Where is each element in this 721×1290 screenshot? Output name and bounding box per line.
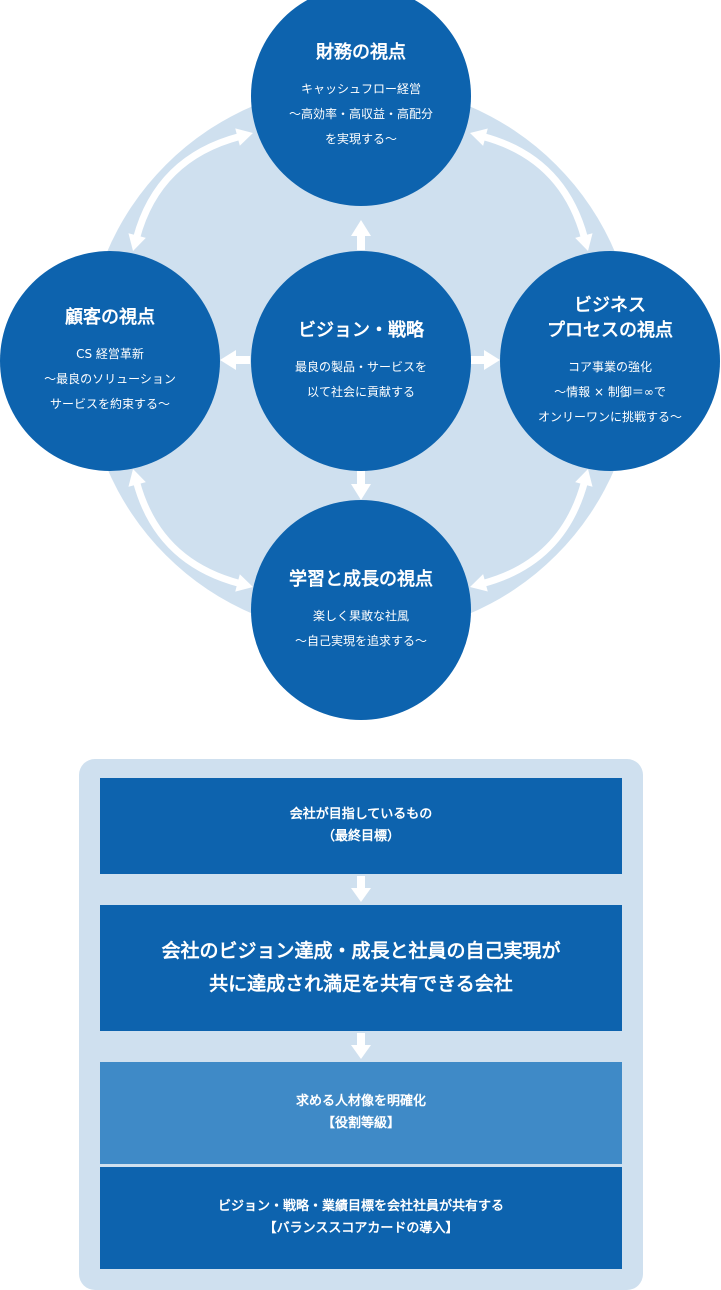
business-learning-arrow <box>470 469 593 592</box>
center-to-learning-arrow <box>351 470 371 500</box>
center-title: ビジョン・戦略 <box>298 319 424 341</box>
center-desc: 最良の製品・サービスを 以て社会に貢献する <box>294 359 427 399</box>
financial-desc: キャッシュフロー経営 ～高効率・高収益・高配分 を実現する～ <box>288 82 433 146</box>
down-arrow-2 <box>351 1033 371 1059</box>
goal-statement-text: 会社のビジョン達成・成長と社員の自己実現が 共に達成され満足を共有できる会社 <box>161 940 561 995</box>
customer-title: 顧客の視点 <box>65 307 155 328</box>
center-to-financial-arrow <box>351 220 371 250</box>
financial-title: 財務の視点 <box>316 42 406 63</box>
balanced-scorecard-box: ビジョン・戦略・業績目標を会社社員が共有する 【バランススコアカードの導入】 <box>100 1167 622 1269</box>
learning-desc: 楽しく果敢な社風 ～自己実現を追求する～ <box>294 608 427 648</box>
outer-arrows <box>128 128 593 592</box>
goal-statement-box: 会社のビジョン達成・成長と社員の自己実現が 共に達成され満足を共有できる会社 <box>100 905 622 1031</box>
customer-desc: CS 経営革新 ～最良のソリューション サービスを約束する～ <box>44 347 176 411</box>
balanced-scorecard-text: ビジョン・戦略・業績目標を会社社員が共有する 【バランススコアカードの導入】 <box>217 1199 504 1236</box>
vision-strategy-node: ビジョン・戦略 最良の製品・サービスを 以て社会に貢献する <box>251 251 471 471</box>
financial-customer-arrow <box>128 128 253 251</box>
business-process-node: ビジネス プロセスの視点 コア事業の強化 ～情報 × 制御＝∞で オンリーワンに… <box>500 251 720 471</box>
financial-business-arrow <box>470 128 593 251</box>
business-title: ビジネス プロセスの視点 <box>547 294 673 341</box>
center-to-business-arrow <box>470 350 500 370</box>
learning-growth-node: 学習と成長の視点 楽しく果敢な社風 ～自己実現を追求する～ <box>251 500 471 720</box>
talent-definition-text: 求める人材像を明確化 【役割等級】 <box>295 1094 426 1131</box>
business-desc: コア事業の強化 ～情報 × 制御＝∞で オンリーワンに挑戦する～ <box>537 359 682 424</box>
learning-title: 学習と成長の視点 <box>289 568 433 590</box>
down-arrow-1 <box>351 876 371 902</box>
customer-learning-arrow <box>128 469 253 592</box>
center-to-customer-arrow <box>220 350 250 370</box>
customer-perspective-node: 顧客の視点 CS 経営革新 ～最良のソリューション サービスを約束する～ <box>0 251 220 471</box>
financial-perspective-node: 財務の視点 キャッシュフロー経営 ～高効率・高収益・高配分 を実現する～ <box>251 0 471 206</box>
talent-definition-box: 求める人材像を明確化 【役割等級】 <box>100 1062 622 1164</box>
goal-heading-box: 会社が目指しているもの （最終目標） <box>100 778 622 874</box>
goal-heading-text: 会社が目指しているもの （最終目標） <box>289 807 433 844</box>
